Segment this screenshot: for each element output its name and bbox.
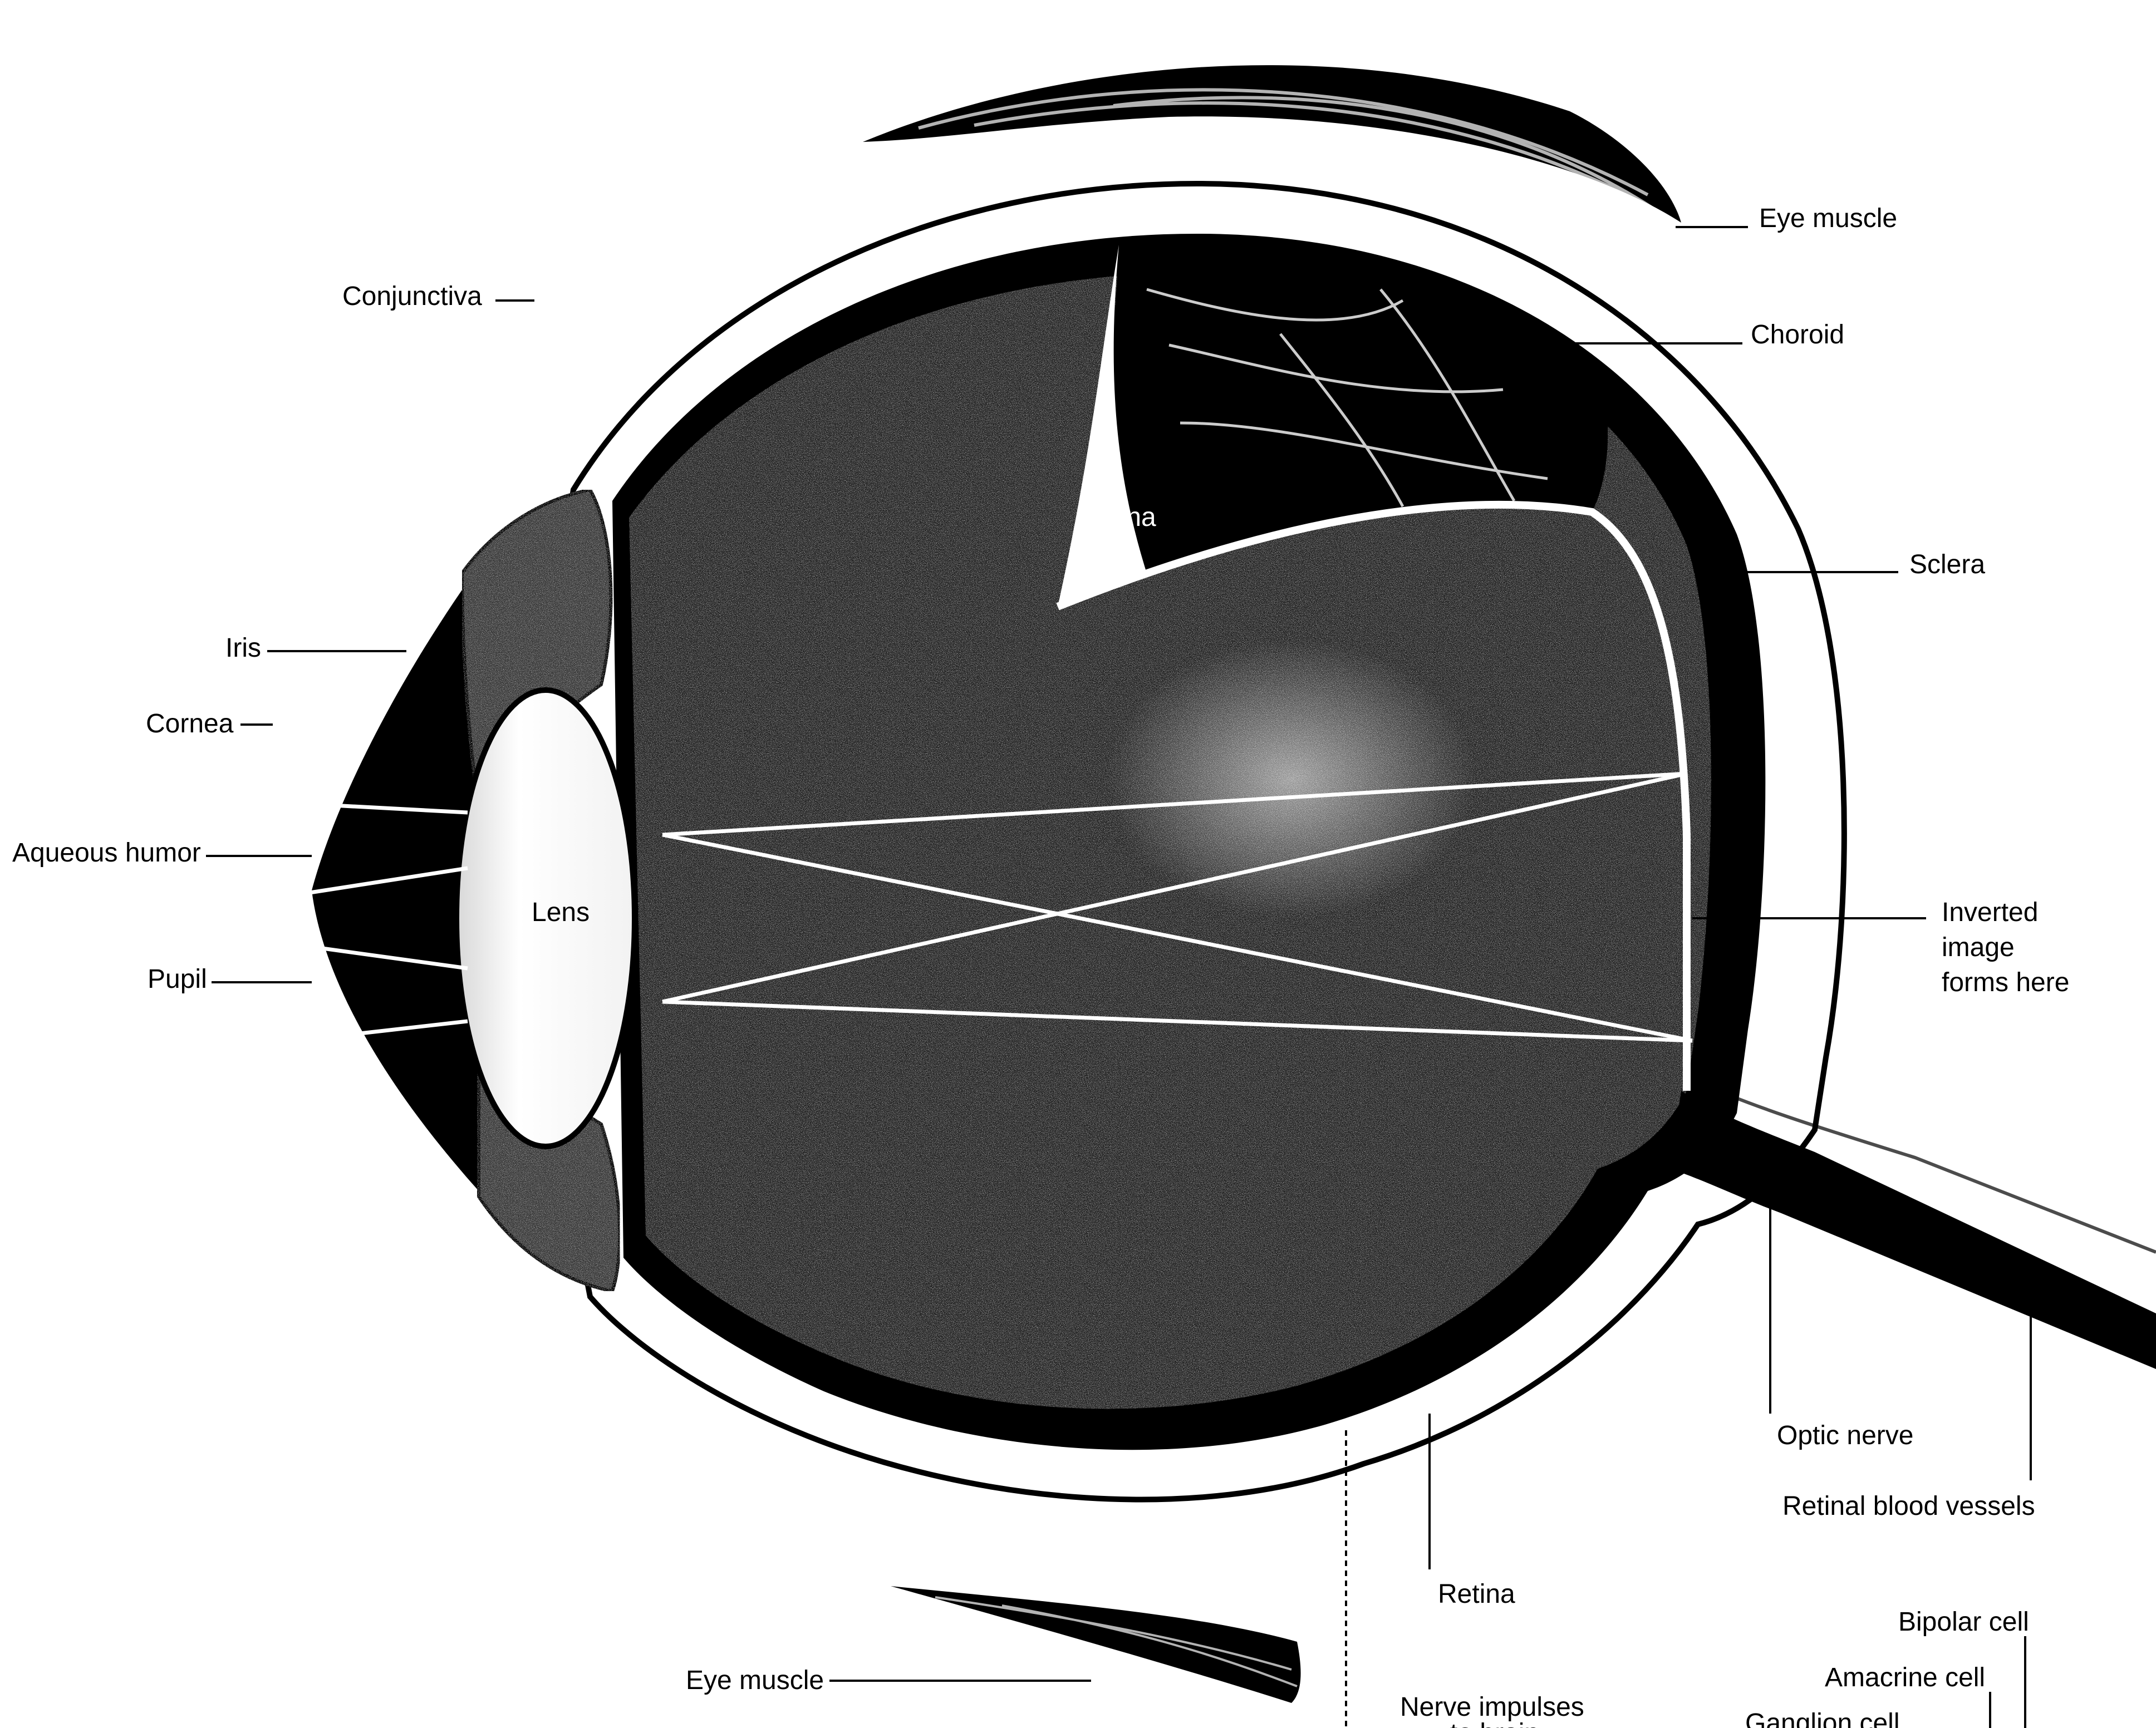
label-inverted-image-line1: Inverted xyxy=(1942,898,2038,927)
label-pupil: Pupil xyxy=(148,964,207,994)
label-conjunctiva: Conjunctiva xyxy=(342,282,482,311)
label-bipolar-cell: Bipolar cell xyxy=(1898,1607,2029,1637)
label-inverted-image-line2: image xyxy=(1942,933,2015,962)
label-lens: Lens xyxy=(532,898,590,927)
label-inverted-image-line3: forms here xyxy=(1942,968,2069,997)
label-retina-top: Retina xyxy=(1079,503,1156,532)
label-cornea: Cornea xyxy=(146,709,234,739)
label-optic-nerve: Optic nerve xyxy=(1777,1421,1913,1450)
fundus-glow xyxy=(1108,640,1475,918)
label-amacrine-cell: Amacrine cell xyxy=(1825,1663,1985,1692)
label-retinal-blood-vessels: Retinal blood vessels xyxy=(1782,1491,2035,1521)
label-eye-muscle-bottom: Eye muscle xyxy=(686,1666,824,1695)
label-choroid: Choroid xyxy=(1751,320,1844,349)
label-ganglion-cell: Ganglion cell xyxy=(1745,1709,1900,1728)
label-nerve-impulses-line2: to brain xyxy=(1450,1719,1539,1728)
label-eye-muscle-top: Eye muscle xyxy=(1759,204,1897,233)
label-sclera: Sclera xyxy=(1909,550,1985,579)
label-iris: Iris xyxy=(225,633,261,663)
label-aqueous-humor: Aqueous humor xyxy=(12,838,201,868)
eye-muscle-bottom-shape xyxy=(891,1586,1301,1703)
label-nerve-impulses-line1: Nerve impulses xyxy=(1400,1692,1584,1722)
optic-nerve-shape xyxy=(1670,1091,2156,1369)
label-retina-bottom: Retina xyxy=(1438,1579,1515,1609)
